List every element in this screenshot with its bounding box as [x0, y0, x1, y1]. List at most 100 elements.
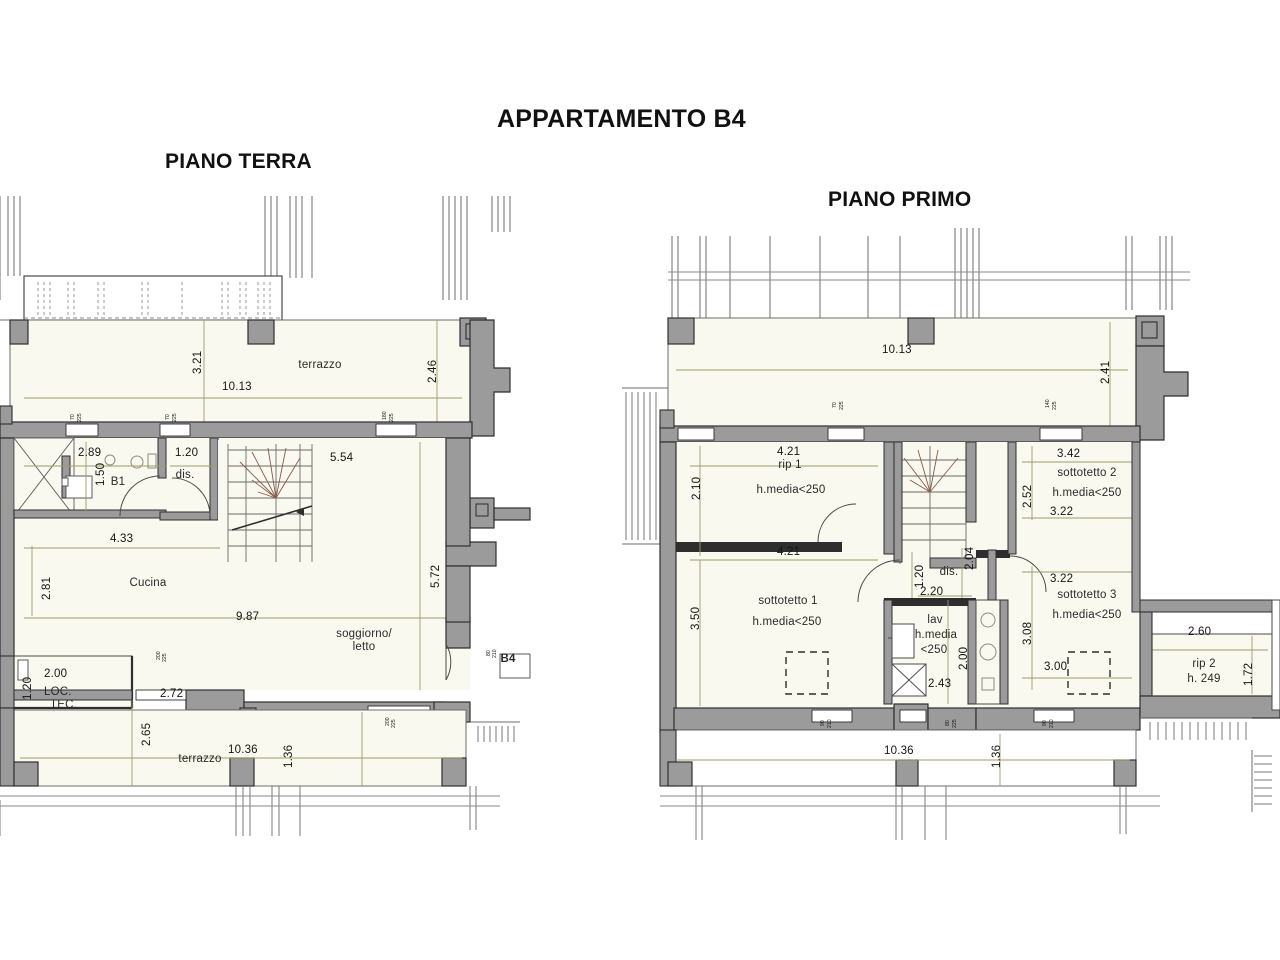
ff-attic3-skylight: [1067, 651, 1111, 695]
gf-dim-terrazzo-top-right: 2.46: [427, 359, 439, 383]
ff-dim-attic3-width-bot: 3.00: [1044, 661, 1068, 673]
gf-label-soggiorno-l2: letto: [352, 641, 376, 653]
ff-label-rip1-l1: rip 1: [778, 459, 802, 471]
gf-label-terrazzo-bottom: terrazzo: [178, 753, 222, 765]
ff-partition-rip1-east: [883, 441, 895, 555]
ff-dim-attic2-width-bot: 3.22: [1050, 506, 1074, 518]
ff-bottom-railing: [695, 786, 1127, 840]
gf-terrace-pillar-2: [229, 757, 255, 787]
gf-label-entrance-b4: B4: [500, 653, 516, 665]
gf-dim-living-width: 9.87: [236, 611, 260, 623]
gf-terrace-bottom-dim-lines: [20, 700, 462, 786]
ff-bottom-pillar-2: [895, 759, 919, 787]
gf-right-exterior-wall: [469, 319, 511, 437]
ff-staircase: [899, 446, 967, 564]
gf-dim-terrazzo-bot-height: 2.65: [141, 722, 153, 746]
gf-dim-terrazzo-bot-inner: 2.72: [160, 688, 184, 700]
ff-tag-door2-w: 80: [945, 720, 951, 726]
ff-left-hatch: [625, 392, 657, 540]
gf-dim-loctec-width: 2.00: [44, 668, 68, 680]
gf-bottom-railing: [0, 786, 477, 836]
ff-dim-rip1-height: 2.10: [691, 476, 703, 500]
gf-tag-win2-h: 225: [172, 413, 178, 422]
gf-label-loctec-l2: TEC.: [50, 699, 77, 711]
ff-south-windows: [811, 709, 1075, 723]
ff-rip2: [1139, 599, 1280, 697]
ff-label-attic3-l2: h.media<250: [1052, 609, 1122, 621]
ff-wall-vert-fin: [987, 549, 997, 601]
ff-dim-rip1-width-top: 4.21: [777, 446, 801, 458]
ff-dim-lav-width: 2.43: [928, 678, 952, 690]
gf-east-hatch: [477, 726, 515, 742]
gf-staircase: [218, 440, 318, 562]
ff-bath-wall-e: [999, 599, 1009, 705]
ff-rip1-dim-lines: [690, 446, 878, 561]
gf-label-terrazzo-top: terrazzo: [298, 359, 342, 371]
ff-dim-dis-width: 2.20: [920, 586, 944, 598]
gf-partition-dis-east: [209, 437, 219, 521]
gf-tag-win2-w: 70: [165, 414, 171, 420]
gf-dim-terrazzo-top-width: 10.13: [222, 381, 252, 393]
ff-attic3-dim-lines: [1022, 566, 1132, 690]
gf-tag-win1-w: 70: [70, 414, 76, 420]
first-floor-title: PIANO PRIMO: [828, 188, 972, 211]
ff-tag-win1-w: 70: [832, 402, 838, 408]
gf-north-windows: [65, 423, 417, 437]
ff-dim-terrace-right: 2.41: [1100, 360, 1112, 384]
gf-dim-cucina-height: 2.81: [41, 576, 53, 600]
ff-bathroom-fixtures: [975, 599, 1001, 705]
ff-pillar-3-inner: [1141, 321, 1158, 339]
ff-dis-dim-lines: [911, 548, 972, 604]
ground-floor-plan: [0, 196, 531, 836]
ff-attic2-dim-lines: [1022, 446, 1132, 520]
ff-dim-bottom-width: 10.36: [884, 745, 914, 757]
gf-label-b1: B1: [110, 476, 126, 488]
gf-dim-soggiorno-width: 5.54: [330, 452, 354, 464]
gf-right-wall-fin: [493, 507, 531, 521]
ff-wall-east-upper: [1131, 441, 1141, 613]
first-floor-plan: [622, 228, 1280, 840]
ground-floor-title: PIANO TERRA: [165, 150, 312, 173]
ff-tag-win1-h: 225: [839, 401, 845, 410]
gf-label-dis: dis.: [175, 469, 195, 481]
ff-dim-attic2-width-top: 3.42: [1057, 448, 1081, 460]
gf-top-railing: [7, 196, 511, 300]
gf-terrace-pillar-1: [13, 761, 39, 787]
ff-tag-win2-h: 225: [1052, 401, 1058, 410]
gf-tag-door2-h: 210: [492, 649, 498, 658]
ff-dim-attic3-height: 3.08: [1022, 621, 1034, 645]
gf-corner-nw: [0, 405, 13, 425]
ff-tag-win2-w: 140: [1045, 399, 1051, 408]
gf-dim-living-height: 5.72: [430, 564, 442, 588]
ff-dim-bottom-right: 1.36: [991, 744, 1003, 768]
gf-wall-east-fin: [445, 541, 497, 567]
gf-dim-b1-width: 2.89: [78, 447, 102, 459]
gf-pillar-2: [247, 319, 275, 345]
gf-dim-cucina-width: 4.33: [110, 533, 134, 545]
gf-terrace-pillar-3: [441, 757, 467, 787]
gf-dim-terrazzo-bot-width: 10.36: [228, 744, 258, 756]
ff-rip2-wall-west: [1139, 611, 1153, 697]
page-title: APPARTAMENTO B4: [497, 105, 746, 133]
ff-dim-attic1-height: 3.50: [690, 606, 702, 630]
ff-label-rip2-l2: h. 249: [1187, 673, 1221, 685]
gf-tag-door1-h: 225: [162, 653, 168, 662]
ff-label-rip1-l2: h.media<250: [756, 484, 826, 496]
ff-bottom-dim-lines: [676, 734, 1130, 786]
ff-rip1-door: [817, 503, 857, 543]
gf-partition-b1-dis: [157, 437, 167, 479]
gf-tag-win3-w: 180: [382, 411, 388, 420]
ff-east-hatch: [1149, 722, 1272, 805]
gf-wall-east-lower: [445, 565, 471, 623]
ff-stair-wall-e: [965, 441, 977, 523]
ff-dim-rip1-width-bot: 4.21: [777, 546, 801, 558]
gf-terrazzo-top-area: [9, 319, 471, 423]
ff-far-right-edge: [1271, 599, 1280, 711]
gf-label-soggiorno-l1: soggiorno/: [336, 628, 392, 640]
gf-bathroom-b1: [13, 437, 172, 517]
gf-right-wall-stub: [469, 497, 495, 529]
ff-right-exterior-wall: [1135, 345, 1189, 441]
ff-label-lav-l2: h.media: [914, 629, 958, 641]
gf-dim-b1-height: 1.50: [95, 462, 107, 486]
